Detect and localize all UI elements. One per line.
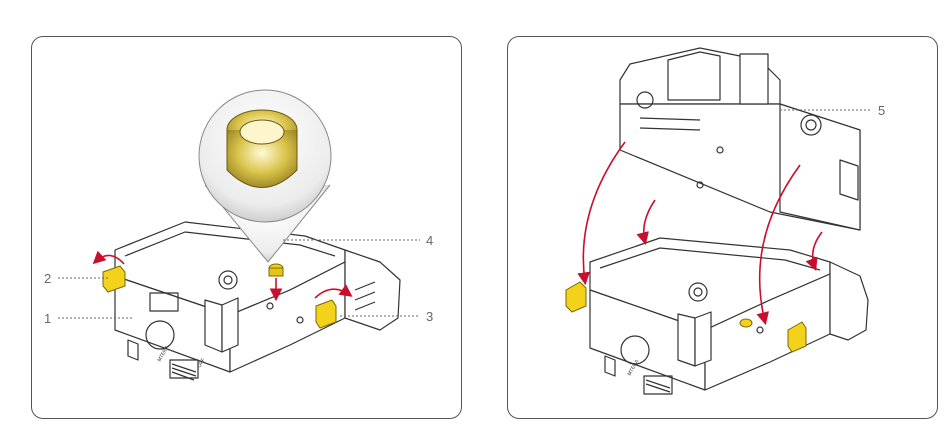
left-device (114, 221, 401, 381)
right-bushing (739, 318, 753, 328)
callout-4: 4 (426, 233, 433, 248)
callout-5: 5 (878, 103, 885, 118)
arrow-right-2 (636, 199, 656, 246)
callout-3: 3 (426, 309, 433, 324)
left-device-off: OFF (197, 357, 207, 369)
left-device-brand: MTERA (157, 344, 171, 363)
arrow-right-4 (805, 231, 823, 271)
right-clip-right (787, 321, 807, 353)
arrow-clip-3 (314, 284, 353, 299)
arrow-clip-2 (92, 250, 125, 265)
right-device (589, 237, 869, 395)
callout-1: 1 (44, 311, 51, 326)
callout-2: 2 (44, 271, 51, 286)
small-bushing-body (268, 267, 284, 277)
left-clip-2 (102, 265, 126, 293)
arrow-right-1 (577, 141, 626, 286)
right-clip-left (565, 281, 587, 313)
breaker-module (619, 47, 861, 231)
left-clip-3 (315, 299, 337, 329)
bushing-magnified (226, 109, 298, 188)
arrow-right-3 (756, 164, 801, 326)
